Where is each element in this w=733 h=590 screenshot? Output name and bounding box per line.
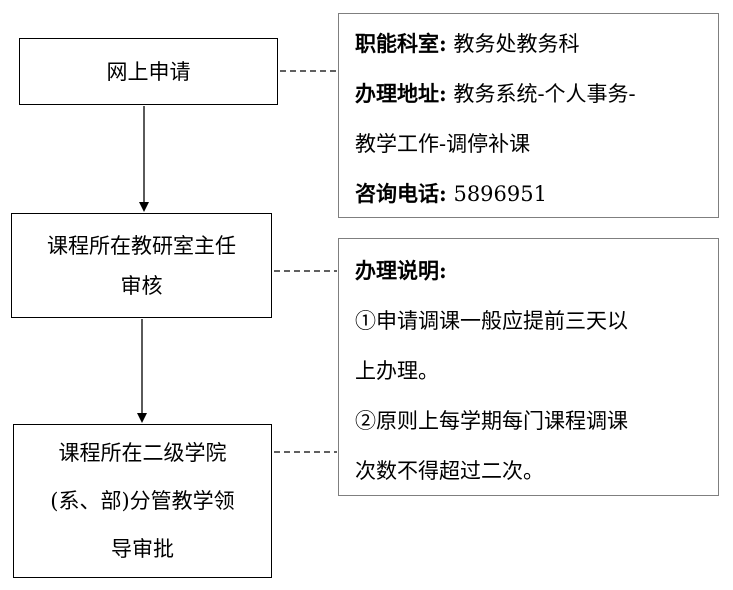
- note2-line2: 次数不得超过二次。: [355, 459, 544, 483]
- note2-line1: ②原则上每学期每门课程调课: [355, 409, 628, 433]
- address-row-2: 教学工作-调停补课: [355, 128, 530, 158]
- dept-row: 职能科室: 教务处教务科: [355, 28, 579, 58]
- step-teaching-office-review: 课程所在教研室主任 审核: [11, 213, 272, 318]
- address-value-1: 教务系统-个人事务-: [453, 82, 636, 106]
- phone-row: 咨询电话: 5896951: [355, 178, 547, 208]
- step2-line1: 课程所在教研室主任: [47, 233, 236, 258]
- notes-panel: 办理说明: ①申请调课一般应提前三天以 上办理。 ②原则上每学期每门课程调课 次…: [338, 238, 719, 496]
- dept-label: 职能科室:: [355, 31, 447, 56]
- phone-label: 咨询电话:: [355, 181, 447, 206]
- step1-line1: 网上申请: [106, 59, 191, 84]
- phone-value: 5896951: [453, 182, 547, 206]
- note1-line2: 上办理。: [355, 359, 439, 383]
- step2-line2: 审核: [120, 273, 163, 298]
- address-label: 办理地址:: [355, 81, 447, 106]
- address-value-2: 教学工作-调停补课: [355, 132, 531, 156]
- step-online-application: 网上申请: [19, 38, 278, 105]
- step3-line3: 导审批: [110, 537, 174, 561]
- notes-title: 办理说明:: [355, 258, 447, 283]
- note1-line1: ①申请调课一般应提前三天以: [355, 309, 628, 333]
- dept-value: 教务处教务科: [453, 32, 580, 56]
- step3-line2: (系、部)分管教学领: [50, 489, 235, 513]
- info-panel: 职能科室: 教务处教务科 办理地址: 教务系统-个人事务- 教学工作-调停补课 …: [338, 13, 719, 218]
- step-college-leader-approval: 课程所在二级学院 (系、部)分管教学领 导审批: [13, 424, 272, 578]
- step3-line1: 课程所在二级学院: [58, 441, 227, 465]
- address-row: 办理地址: 教务系统-个人事务-: [355, 78, 636, 108]
